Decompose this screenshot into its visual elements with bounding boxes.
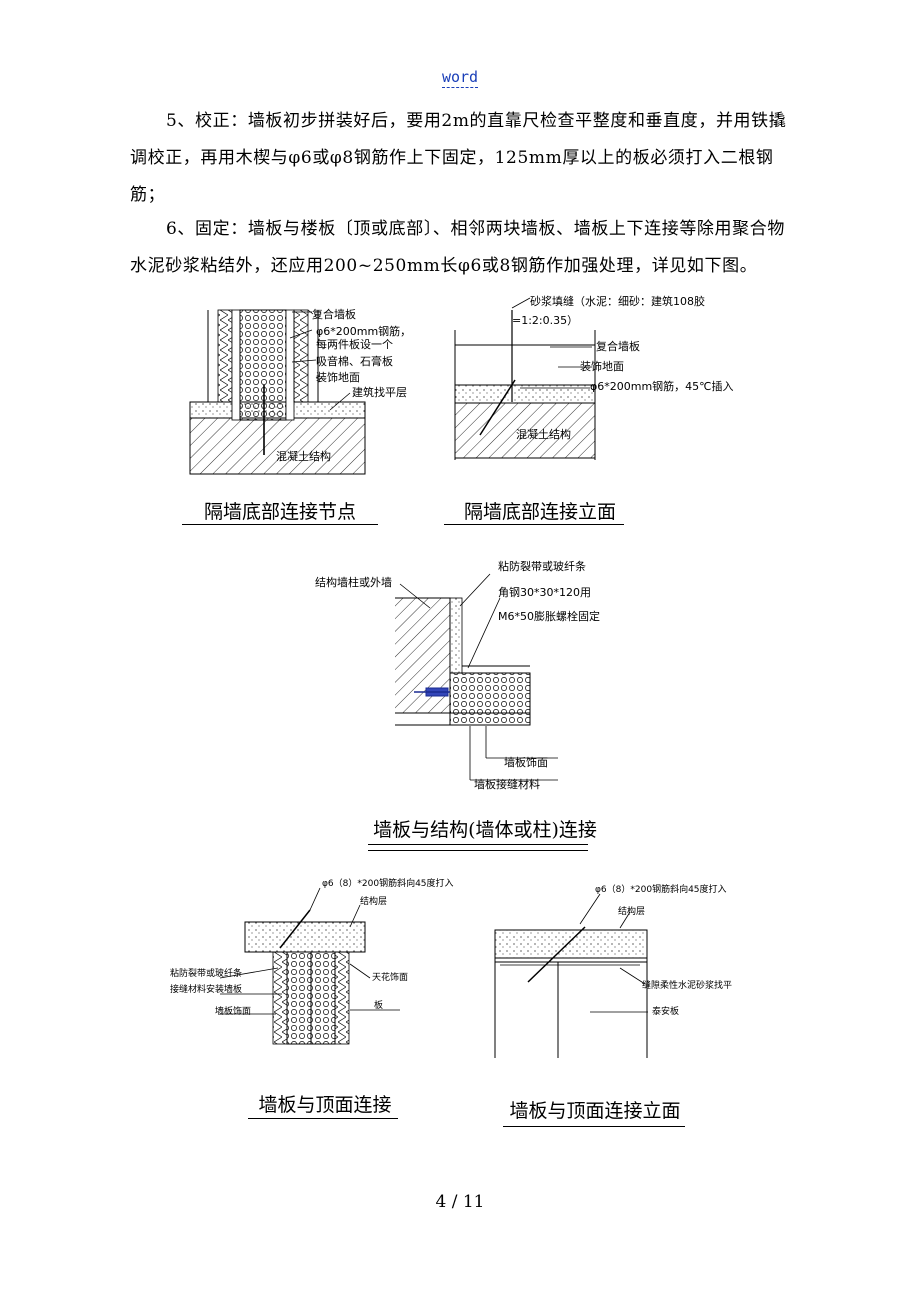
fig2-caption: 隔墙底部连接立面 <box>463 501 616 523</box>
fig1-label-concrete: 混凝土结构 <box>276 449 331 463</box>
fig4-label-ceiling-finish: 天花饰面 <box>372 971 408 983</box>
fig1-label-insulation: 吸音棉、石膏板 <box>316 354 393 368</box>
fig3-caption-underline <box>368 844 588 845</box>
fig5-caption: 墙板与顶面连接立面 <box>509 1100 681 1122</box>
fig4-caption-underline <box>248 1118 398 1119</box>
fig3-label-joint-material: 墙板接缝材料 <box>474 777 540 791</box>
fig5-label-rebar: φ6（8）*200钢筋斜向45度打入 <box>595 883 727 895</box>
page-number: 4 / 11 <box>435 1192 485 1212</box>
fig1-label-rebar: φ6*200mm钢筋， <box>316 324 411 338</box>
header-word-text[interactable]: word <box>441 68 479 88</box>
fig3-caption-underline-2 <box>368 850 588 851</box>
fig3-label-angle-steel: 角钢30*30*120用 <box>498 586 591 599</box>
fig5-label-taian-board: 泰安板 <box>652 1005 679 1017</box>
fig1-caption-underline <box>182 524 378 525</box>
fig3-label-crack-tape: 粘防裂带或玻纤条 <box>498 559 586 573</box>
fig5-label-mortar: 缝隙柔性水泥砂浆找平 <box>642 979 732 991</box>
fig4-label-crack-tape: 粘防裂带或玻纤条 <box>170 967 242 979</box>
fig4-label-structure: 结构层 <box>360 895 387 907</box>
fig2-label-concrete: 混凝土结构 <box>516 427 571 441</box>
header-word-link[interactable]: word <box>0 68 920 88</box>
fig3-label-structure-wall: 结构墙柱或外墙 <box>315 575 392 589</box>
fig3-caption: 墙板与结构(墙体或柱)连接 <box>373 819 597 841</box>
figure-wall-bottom-elevation: 砂浆填缝（水泥：细砂：建筑108胶 =1:2:0.35） 复合墙板 装饰地面 φ… <box>454 294 734 460</box>
figure-wall-bottom-node: 复合墙板 φ6*200mm钢筋， 每两件板设一个 吸音棉、石膏板 装饰地面 建筑… <box>189 307 411 475</box>
fig5-label-structure: 结构层 <box>618 905 645 917</box>
fig3-label-panel-finish: 墙板饰面 <box>504 755 548 769</box>
fig1-label-per-two: 每两件板设一个 <box>316 337 393 351</box>
fig2-label-ratio: =1:2:0.35） <box>512 314 578 327</box>
fig1-label-floor-finish: 装饰地面 <box>316 370 360 384</box>
paragraph-step-5: 5、校正：墙板初步拼装好后，要用2m的直靠尺检查平整度和垂直度，并用铁撬调校正，… <box>130 111 787 205</box>
fig1-label-screed: 建筑找平层 <box>352 385 407 399</box>
fig4-label-joint-install: 接缝材料安装墙板 <box>170 983 242 995</box>
fig4-label-board: 板 <box>374 999 383 1011</box>
fig1-caption: 隔墙底部连接节点 <box>203 501 356 523</box>
fig5-caption-underline <box>503 1126 685 1127</box>
fig4-label-rebar: φ6（8）*200钢筋斜向45度打入 <box>322 877 454 889</box>
figure-wall-ceiling-connection: φ6（8）*200钢筋斜向45度打入 结构层 粘防裂带或玻纤条 接缝材料安装墙板… <box>170 877 454 1045</box>
fig2-label-rebar: φ6*200mm钢筋，45℃插入 <box>590 379 734 393</box>
fig2-label-composite-panel: 复合墙板 <box>596 339 640 353</box>
figure-wall-ceiling-elevation: φ6（8）*200钢筋斜向45度打入 结构层 缝隙柔性水泥砂浆找平 泰安板 <box>494 883 732 1058</box>
fig2-caption-underline <box>444 524 624 525</box>
fig4-caption: 墙板与顶面连接 <box>258 1094 392 1116</box>
fig2-label-floor-finish: 装饰地面 <box>580 359 624 373</box>
figure-wall-structure-connection: 结构墙柱或外墙 粘防裂带或玻纤条 角钢30*30*120用 M6*50膨胀螺栓固… <box>315 559 600 791</box>
fig2-label-mortar: 砂浆填缝（水泥：细砂：建筑108胶 <box>530 294 705 308</box>
fig1-label-composite-panel: 复合墙板 <box>312 307 356 321</box>
paragraph-step-6: 6、固定：墙板与楼板〔顶或底部〕、相邻两块墙板、墙板上下连接等除用聚合物水泥砂浆… <box>130 219 785 276</box>
fig4-label-panel-finish: 墙板饰面 <box>215 1005 251 1017</box>
fig3-label-bolt: M6*50膨胀螺栓固定 <box>498 609 600 623</box>
